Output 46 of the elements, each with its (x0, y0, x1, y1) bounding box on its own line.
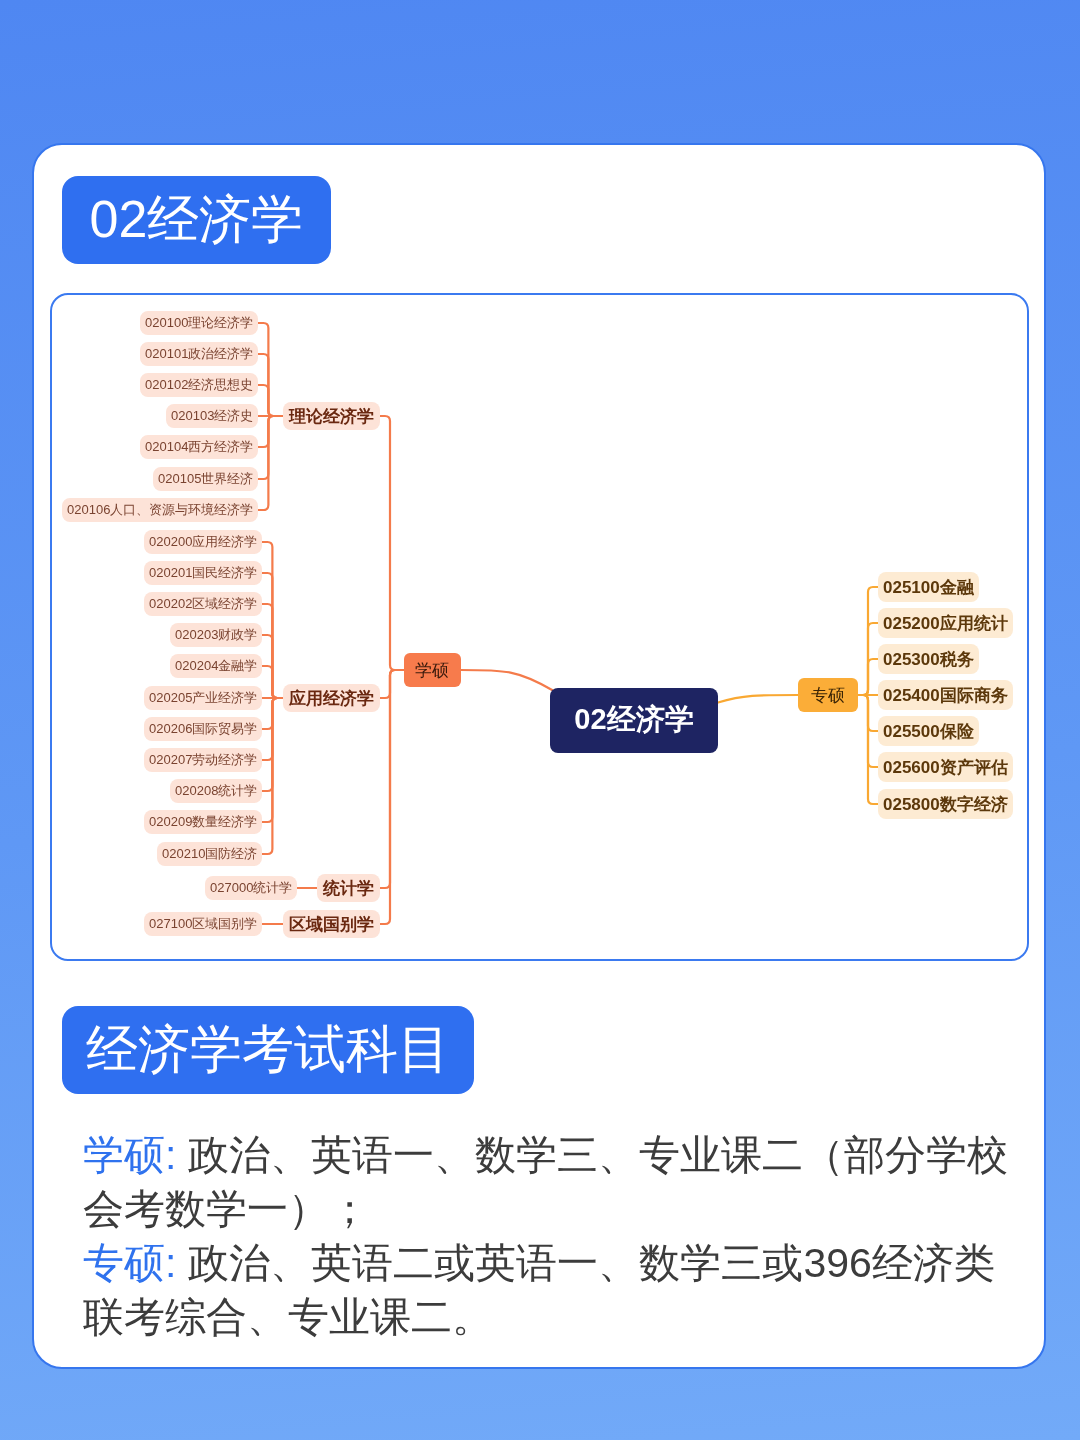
topic-box: 020202区域经济学 (144, 592, 263, 616)
topic-box: 020200应用经济学 (144, 530, 263, 554)
category-box: 理论经济学 (283, 402, 380, 430)
topic-box: 020201国民经济学 (144, 561, 263, 585)
topic-box: 020204金融学 (170, 654, 263, 678)
category-box: 应用经济学 (283, 684, 380, 712)
topic-box: 025800数字经济 (878, 789, 1013, 819)
topic-box: 020210国防经济 (157, 842, 263, 866)
root-node: 02经济学 (550, 687, 718, 753)
connector-line (856, 693, 880, 806)
connector-line (261, 696, 285, 856)
category-box: 统计学 (317, 874, 380, 902)
topic-box: 020105世界经济 (153, 467, 259, 491)
requirement-text: 专硕: 政治、英语二或英语一、数学三或396经济类联考综合、专业课二。 (83, 1239, 996, 1342)
topic-box: 020203财政学 (170, 623, 263, 647)
topic-box: 025200应用统计 (878, 608, 1013, 638)
requirement-text: 学硕: 政治、英语一、数学三、专业课二（部分学校会考数学一）； (83, 1131, 1010, 1234)
topic-box: 020207劳动经济学 (144, 748, 263, 772)
connector-line (296, 886, 319, 890)
topic-box: 020205产业经济学 (144, 686, 263, 710)
connector-line (261, 922, 285, 926)
topic-box: 025100金融 (878, 572, 979, 602)
branch-tag: 学硕 (403, 653, 461, 687)
topic-box: 020206国际贸易学 (144, 717, 263, 741)
topic-box: 025600资产评估 (878, 752, 1013, 782)
topic-box: 025300税务 (878, 644, 979, 674)
heading-badge: 02经济学 (62, 176, 331, 264)
topic-box: 020106人口、资源与环境经济学 (62, 498, 259, 522)
topic-box: 020102经济思想史 (140, 373, 259, 397)
topic-box: 020104西方经济学 (140, 435, 259, 459)
topic-box: 027100区域国别学 (144, 912, 263, 936)
mindmap-frame (50, 293, 1029, 961)
topic-box: 020101政治经济学 (140, 342, 259, 366)
branch-tag: 专硕 (798, 678, 858, 712)
connector-line (716, 693, 800, 704)
category-box: 区域国别学 (283, 910, 380, 938)
topic-box: 020208统计学 (170, 779, 263, 803)
connector-line (459, 668, 555, 692)
topic-box: 027000统计学 (205, 876, 298, 900)
topic-box: 025500保险 (878, 716, 979, 746)
connector-line (257, 414, 285, 512)
topic-box: 020209数量经济学 (144, 810, 263, 834)
topic-box: 025400国际商务 (878, 680, 1013, 710)
topic-box: 020100理论经济学 (140, 311, 259, 335)
heading-badge: 经济学考试科目 (62, 1006, 474, 1094)
topic-box: 020103经济史 (166, 404, 259, 428)
